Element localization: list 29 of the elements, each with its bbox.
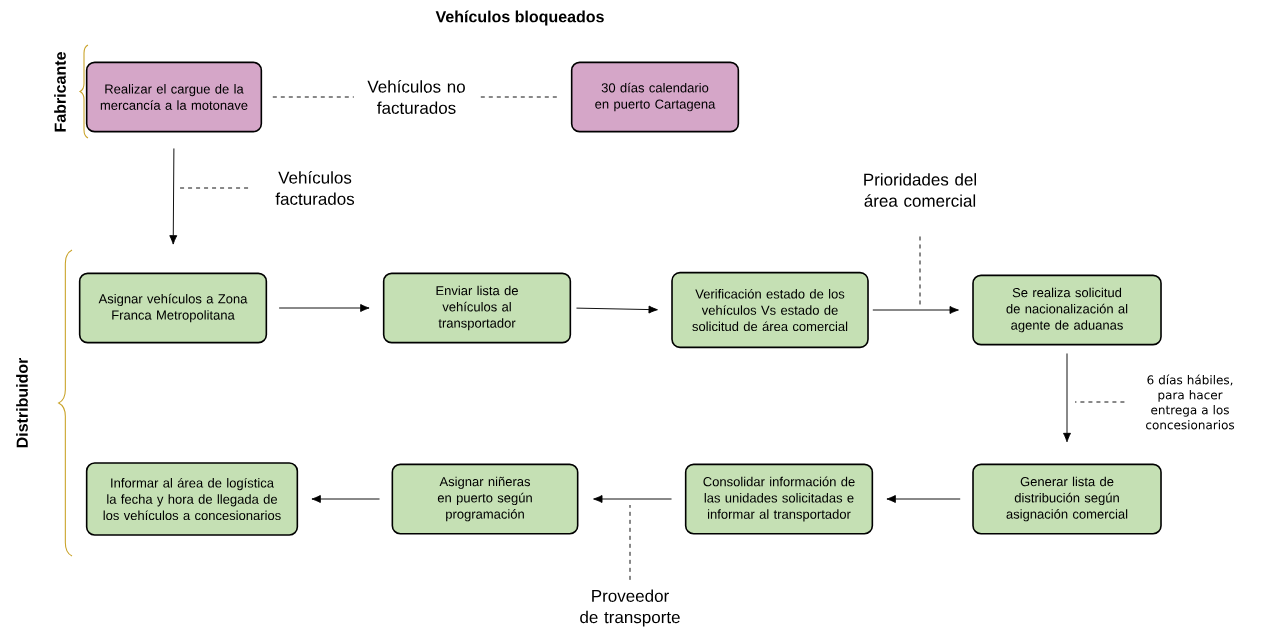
leader-line bbox=[177, 187, 249, 189]
process-box: Se realiza solicitud de nacionalización al agente de aduanas bbox=[972, 274, 1162, 346]
arrow bbox=[1063, 353, 1071, 443]
lane-label: Distribuidor bbox=[16, 357, 28, 448]
process-box: Asignar vehículos a Zona Franca Metropolitana bbox=[78, 272, 268, 344]
annotation-text: Vehículos facturados bbox=[275, 171, 355, 205]
arrow bbox=[311, 495, 380, 503]
leader-line bbox=[629, 504, 631, 581]
process-box: Enviar lista de vehículos al transportador bbox=[382, 272, 572, 344]
process-box: Asignar niñeras en puerto según programación bbox=[391, 463, 579, 535]
edge-label: Vehículos no facturados bbox=[353, 77, 480, 117]
process-box: 30 días calendario en puerto Cartagena bbox=[570, 61, 740, 133]
arrow bbox=[278, 304, 370, 312]
leader-line bbox=[1074, 401, 1125, 403]
lane-label: Fabricante bbox=[54, 52, 66, 132]
process-box: Generar lista de distribución según asignación comercial bbox=[972, 463, 1162, 535]
process-box: Verificación estado de los vehículos Vs estado de solicitud de área comercial bbox=[671, 271, 869, 349]
annotation-text: Prioridades del área comercial bbox=[864, 173, 976, 207]
arrow bbox=[593, 495, 672, 503]
process-box: Informar al área de logística la fecha y hora de llegada de los vehículos a concesionarios bbox=[85, 462, 299, 536]
annotation-text: Proveedor de transporte bbox=[580, 589, 680, 627]
annotation-text: 6 días hábiles, para hacer entrega a los concesionarios bbox=[1146, 374, 1235, 430]
process-box: Consolidar información de las unidades solicitadas e informar al transportador bbox=[684, 463, 874, 535]
arrow bbox=[576, 305, 658, 314]
arrow bbox=[872, 306, 959, 314]
arrow bbox=[886, 495, 961, 503]
process-box: Realizar el cargue de la mercancía a la motonave bbox=[85, 61, 263, 133]
title: Vehículos bloqueados bbox=[435, 10, 604, 26]
arrow bbox=[169, 148, 178, 245]
